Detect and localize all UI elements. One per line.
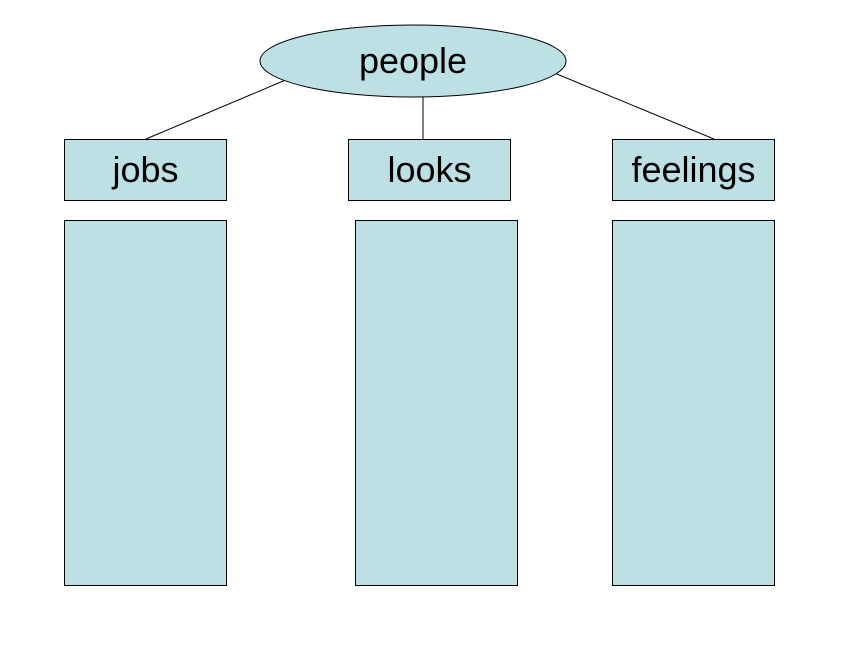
root-label: people <box>358 40 468 81</box>
content-column-feelings <box>612 220 775 586</box>
content-column-jobs <box>64 220 227 586</box>
root-node-people <box>259 24 567 98</box>
category-label-looks: looks <box>387 148 472 190</box>
category-label-jobs: jobs <box>112 148 179 190</box>
connector-people-feelings <box>551 71 715 140</box>
category-box-looks <box>348 139 511 201</box>
content-column-looks <box>355 220 518 586</box>
connector-people-jobs <box>145 78 289 140</box>
category-box-jobs <box>64 139 227 201</box>
category-label-feelings: feelings <box>631 148 756 190</box>
category-box-feelings <box>612 139 775 201</box>
